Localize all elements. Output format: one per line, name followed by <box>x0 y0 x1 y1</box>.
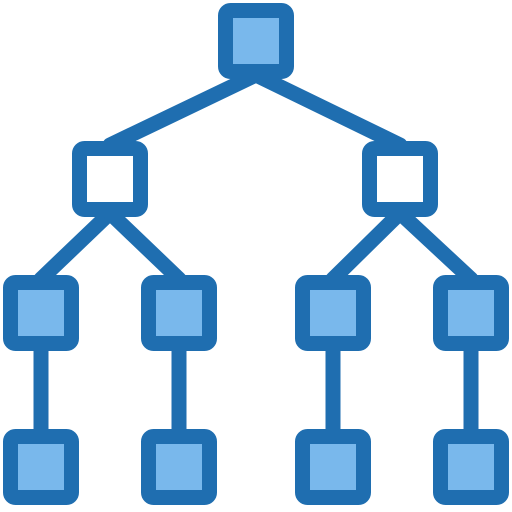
node-leaf-4-bottom <box>433 429 509 505</box>
node-root <box>218 3 294 79</box>
node-leaf-4-top <box>433 275 509 351</box>
node-leaf-1-bottom <box>3 429 79 505</box>
node-mid-right <box>362 141 438 217</box>
edge-root-to-mid-right <box>248 67 408 153</box>
edge-mid-left-to-leaf-1-top <box>33 205 118 287</box>
edges-layer <box>33 67 479 437</box>
edge-mid-right-to-leaf-4-top <box>392 205 479 287</box>
nodes-layer <box>3 3 509 505</box>
edge-root-to-mid-left <box>102 67 264 153</box>
node-leaf-3-top <box>295 275 371 351</box>
node-leaf-1-top <box>3 275 79 351</box>
edge-mid-right-to-leaf-3-top <box>325 205 408 287</box>
edge-mid-left-to-leaf-2-top <box>102 205 187 287</box>
node-leaf-2-bottom <box>141 429 217 505</box>
node-leaf-3-bottom <box>295 429 371 505</box>
node-mid-left <box>72 141 148 217</box>
node-leaf-2-top <box>141 275 217 351</box>
